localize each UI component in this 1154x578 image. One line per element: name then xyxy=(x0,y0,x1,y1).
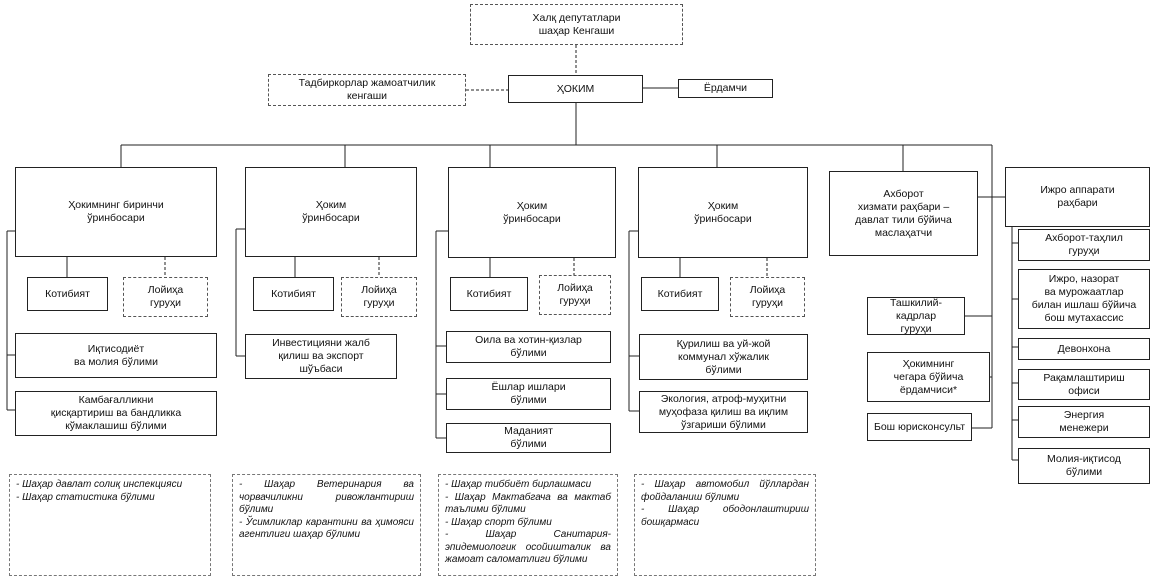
chancellery-box: Девонхона xyxy=(1018,338,1150,360)
note-item: - Шаҳар Санитария-эпидемиологик осойишта… xyxy=(445,529,611,565)
project-group-2-box: Лойиҳа гуруҳи xyxy=(341,277,417,317)
chief-lawyer-box: Бош юрисконсульт xyxy=(867,413,972,441)
project-group-1-box: Лойиҳа гуруҳи xyxy=(123,277,208,317)
note-item: - Шаҳар тиббиёт бирлашмаси xyxy=(445,479,592,490)
org-personnel-group: Ташкилий-кадрлар гуруҳи xyxy=(867,297,965,335)
energy-manager-box: Энергия менежери xyxy=(1018,406,1150,438)
note-item: - Шаҳар спорт бўлими xyxy=(445,516,552,528)
deputy-2-box: Ҳоким ўринбосари xyxy=(245,167,417,257)
secretariat-3-box: Котибият xyxy=(450,277,528,311)
digitalization-office-box: Рақамлаштириш офиси xyxy=(1018,369,1150,400)
deputy-4-box: Ҳоким ўринбосари xyxy=(638,167,808,258)
border-assistant-box: Ҳокимнинг чегара бўйича ёрдамчиси* xyxy=(867,352,990,402)
note-item: - Шаҳар автомобил йўллардан фойдаланиш б… xyxy=(641,479,809,503)
apparatus-head-box: Ижро аппарати раҳбари xyxy=(1005,167,1150,227)
secretariat-1-box: Котибият xyxy=(27,277,108,311)
business-council-box: Тадбиркорлар жамоатчилик кенгаши xyxy=(268,74,466,106)
note-item: - Шаҳар статистика бўлими xyxy=(16,491,155,503)
project-group-4-box: Лойиҳа гуруҳи xyxy=(730,277,805,317)
first-deputy-box: Ҳокимнинг биринчи ўринбосари xyxy=(15,167,217,257)
poverty-reduction-unit: Камбағалликни қисқартириш ва бандликка к… xyxy=(15,391,217,436)
culture-unit: Маданият бўлими xyxy=(446,423,611,453)
control-specialist-box: Ижро, назорат ва мурожаатлар билан ишлаш… xyxy=(1018,269,1150,329)
note-item: - Шаҳар Ветеринария ва чорвачиликни риво… xyxy=(239,479,414,515)
deputy-3-box: Ҳоким ўринбосари xyxy=(448,167,616,258)
investment-export-unit: Инвестицияни жалб қилиш ва экспорт шўъба… xyxy=(245,334,397,379)
youth-affairs-unit: Ёшлар ишлари бўлими xyxy=(446,378,611,410)
note-item: - Шаҳар Мактабгача ва мактаб таълими бўл… xyxy=(445,491,611,516)
hokim-box: ҲОКИМ xyxy=(508,75,643,103)
family-women-unit: Оила ва хотин-қизлар бўлими xyxy=(446,331,611,363)
note-item: - Шаҳар ободонлаштириш бошқармаси xyxy=(641,504,809,528)
finance-economy-unit: Молия-иқтисод бўлими xyxy=(1018,448,1150,484)
construction-housing-unit: Қурилиш ва уй-жой коммунал хўжалик бўлим… xyxy=(639,334,808,380)
press-service-box: Ахборот хизмати раҳбари – давлат тили бў… xyxy=(829,171,978,256)
assistant-box: Ёрдамчи xyxy=(678,79,773,98)
note-column-4: - Шаҳар автомобил йўллардан фойдаланиш б… xyxy=(634,474,816,576)
project-group-3-box: Лойиҳа гуруҳи xyxy=(539,275,611,315)
economy-finance-unit: Иқтисодиёт ва молия бўлими xyxy=(15,333,217,378)
city-council-box: Халқ депутатлари шаҳар Кенгаши xyxy=(470,4,683,45)
note-item: - Ўсимликлар карантини ва ҳимояси агентл… xyxy=(239,516,414,541)
note-column-3: - Шаҳар тиббиёт бирлашмаси - Шаҳар Макта… xyxy=(438,474,618,576)
ecology-unit: Экология, атроф-муҳитни муҳофаза қилиш в… xyxy=(639,391,808,433)
secretariat-4-box: Котибият xyxy=(641,277,719,311)
note-column-1: - Шаҳар давлат солиқ инспекцияси - Шаҳар… xyxy=(9,474,211,576)
secretariat-2-box: Котибият xyxy=(253,277,334,311)
note-column-2: - Шаҳар Ветеринария ва чорвачиликни риво… xyxy=(232,474,421,576)
analysis-group-box: Ахборот-таҳлил гуруҳи xyxy=(1018,229,1150,261)
note-item: - Шаҳар давлат солиқ инспекцияси xyxy=(16,479,183,490)
